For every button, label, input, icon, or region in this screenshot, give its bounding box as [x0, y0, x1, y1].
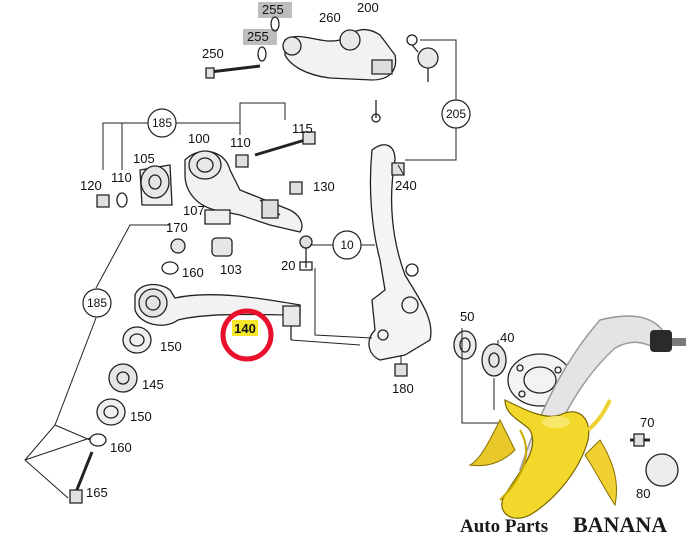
- label-105: 105: [133, 151, 155, 166]
- label-255-top: 255: [262, 2, 284, 17]
- watermark-prefix: Auto Parts: [460, 516, 548, 537]
- label-180: 180: [392, 381, 414, 396]
- callout-circles: [82, 99, 471, 318]
- upper-control-arm-group: [205, 2, 439, 123]
- label-165: 165: [86, 485, 108, 500]
- leader-lines: [24, 39, 499, 499]
- label-130: 130: [313, 179, 335, 194]
- label-120: 120: [80, 178, 102, 193]
- callout-185-top: 185: [152, 116, 172, 130]
- label-80: 80: [636, 486, 650, 501]
- label-140-highlighted: 140: [234, 321, 256, 336]
- label-70: 70: [640, 415, 654, 430]
- label-160-lower: 160: [110, 440, 132, 455]
- label-160-upper: 160: [182, 265, 204, 280]
- label-145: 145: [142, 377, 164, 392]
- label-260: 260: [319, 10, 341, 25]
- callout-205: 205: [446, 107, 466, 121]
- label-110-side: 110: [111, 170, 132, 185]
- callout-185-side: 185: [87, 296, 107, 310]
- label-20: 20: [281, 258, 295, 273]
- label-40: 40: [500, 330, 514, 345]
- callout-10: 10: [340, 238, 354, 252]
- label-103: 103: [220, 262, 242, 277]
- tension-strut-140-group: [69, 283, 301, 504]
- label-150-upper: 150: [160, 339, 182, 354]
- label-110-top: 110: [230, 135, 251, 150]
- highlight-140-box: [232, 320, 258, 336]
- label-150-lower: 150: [130, 409, 152, 424]
- label-255-second: 255: [247, 29, 269, 44]
- lower-control-arm-100-group: [96, 131, 316, 275]
- label-170: 170: [166, 220, 188, 235]
- label-115: 115: [292, 121, 313, 136]
- label-250: 250: [202, 46, 224, 61]
- label-240: 240: [395, 178, 417, 193]
- watermark-brand: BANANA: [573, 512, 667, 537]
- label-50: 50: [460, 309, 474, 324]
- label-107: 107: [183, 203, 205, 218]
- banana-logo: [468, 315, 686, 519]
- label-100: 100: [188, 131, 210, 146]
- red-marker-circle: [220, 308, 274, 362]
- label-200: 200: [357, 0, 379, 15]
- steering-knuckle-group: [368, 144, 432, 377]
